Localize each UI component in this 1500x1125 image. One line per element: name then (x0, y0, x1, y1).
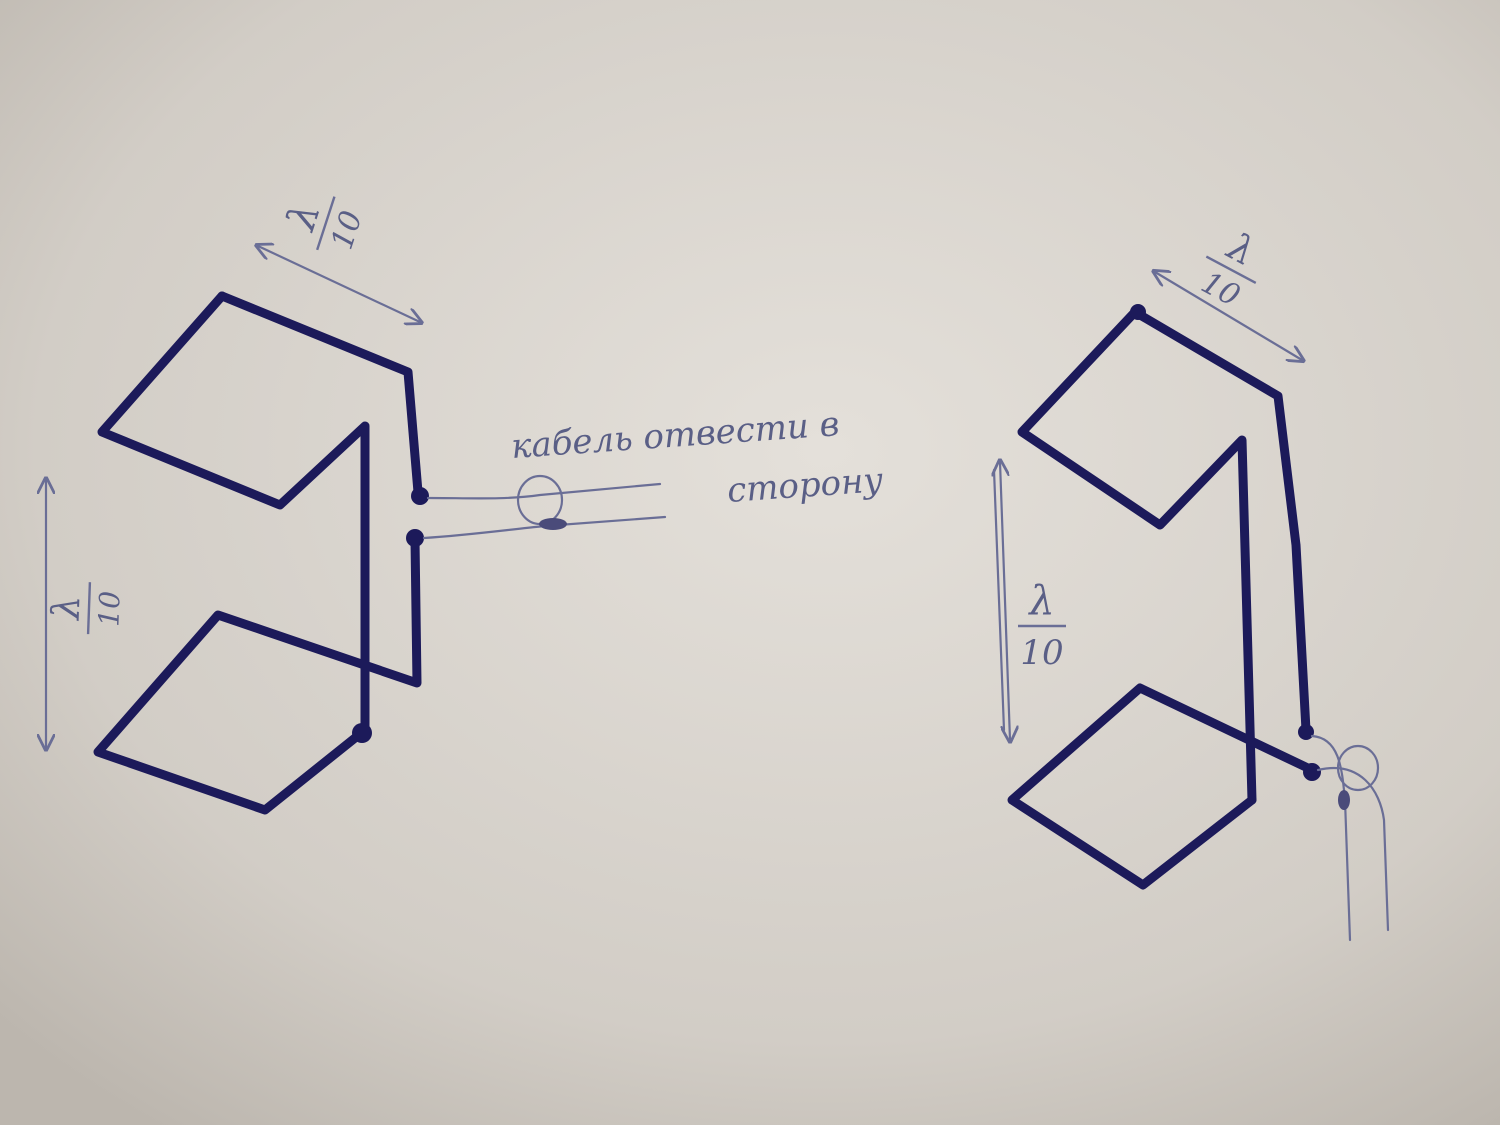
right-side-dimension-arrow (1000, 462, 1010, 740)
right-side-dimension-label: λ 10 (1018, 578, 1066, 673)
right-side-dim-denominator: 10 (1020, 633, 1063, 673)
right-feed-point-top (1298, 724, 1314, 740)
left-top-dimension-arrow (258, 246, 420, 322)
left-side-dim-numerator: λ (44, 595, 89, 623)
left-antenna: λ 10 λ 10 кабель отвести в сторону (43, 196, 885, 815)
right-side-dim-numerator: λ (1027, 578, 1054, 624)
left-side-dimension-label: λ 10 (44, 582, 127, 635)
right-corner-dot (1130, 304, 1146, 320)
right-upper-loop-outer (1017, 307, 1257, 805)
right-side-dimension-arrow-stroke2 (992, 468, 1006, 732)
right-coax-shield (1338, 790, 1350, 810)
left-cable-wire-top (426, 482, 662, 500)
right-coax-connector (1336, 744, 1380, 792)
left-feed-point-bottom (406, 529, 424, 547)
left-cable-wire-bottom (422, 515, 667, 540)
left-lower-loop (93, 535, 422, 815)
left-side-dim-denominator: 10 (92, 590, 126, 627)
left-feed-point-top (411, 487, 429, 505)
right-top-dimension-arrow (1155, 272, 1302, 360)
right-lower-loop (1007, 683, 1317, 890)
left-junction-dot (352, 723, 372, 743)
right-feed-point-bottom (1303, 763, 1321, 781)
left-upper-loop-outer (97, 291, 370, 735)
right-antenna: λ 10 λ 10 (992, 223, 1390, 942)
right-cable-wire-right (1316, 767, 1390, 932)
left-coax-shield (539, 518, 567, 530)
